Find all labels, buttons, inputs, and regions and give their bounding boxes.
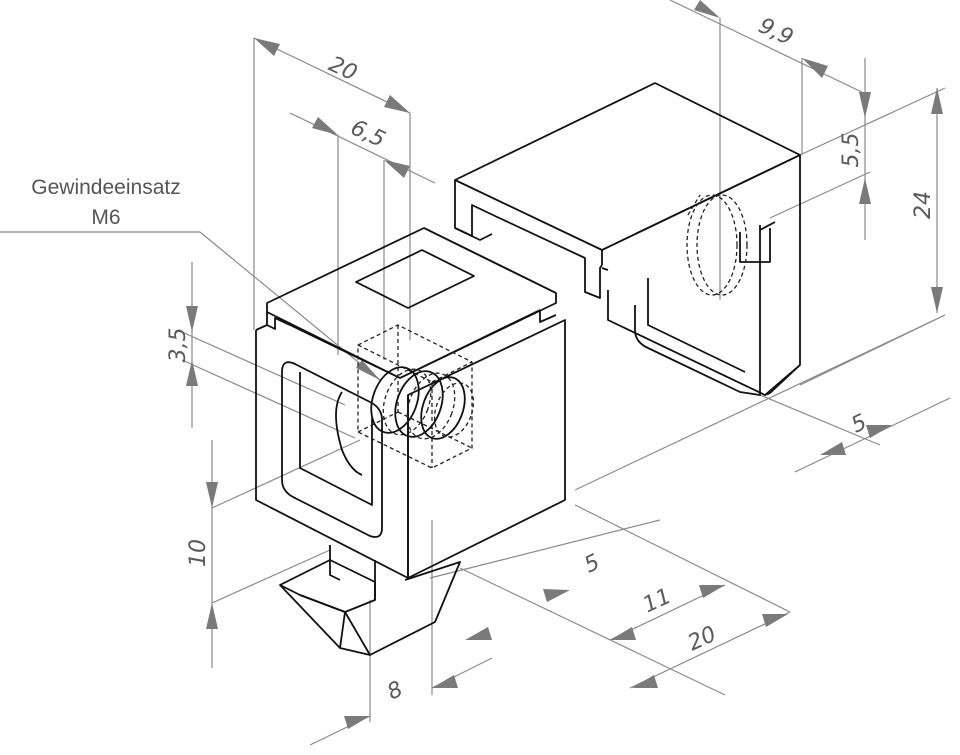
dim-label-6-5: 6,5: [347, 115, 389, 152]
dim-label-10: 10: [186, 539, 211, 567]
clamp-block: [255, 227, 566, 656]
callout-line-2: M6: [91, 206, 120, 229]
callout-line-1: Gewindeeinsatz: [31, 176, 180, 199]
dim-label-5-bottom: 5: [581, 550, 604, 579]
dim-label-5-right: 5: [848, 410, 871, 439]
dimension-labels: 20 6,5 9,9 5,5 24 3,5 10 5 5 11 20 8: [166, 13, 936, 705]
cap-part: [454, 82, 801, 396]
dim-label-3-5: 3,5: [166, 328, 191, 363]
dim-label-8: 8: [384, 677, 407, 706]
dim-label-11: 11: [639, 584, 675, 618]
dim-label-24: 24: [911, 191, 936, 219]
dim-label-20-bottom: 20: [684, 622, 720, 656]
dim-label-5-5: 5,5: [839, 133, 864, 168]
dimension-lines: [0, 0, 951, 746]
callout-label: Gewindeeinsatz M6: [31, 176, 180, 229]
dim-label-9-9: 9,9: [755, 13, 797, 50]
dim-label-20-top: 20: [325, 52, 361, 86]
thread-helix: [370, 366, 475, 440]
